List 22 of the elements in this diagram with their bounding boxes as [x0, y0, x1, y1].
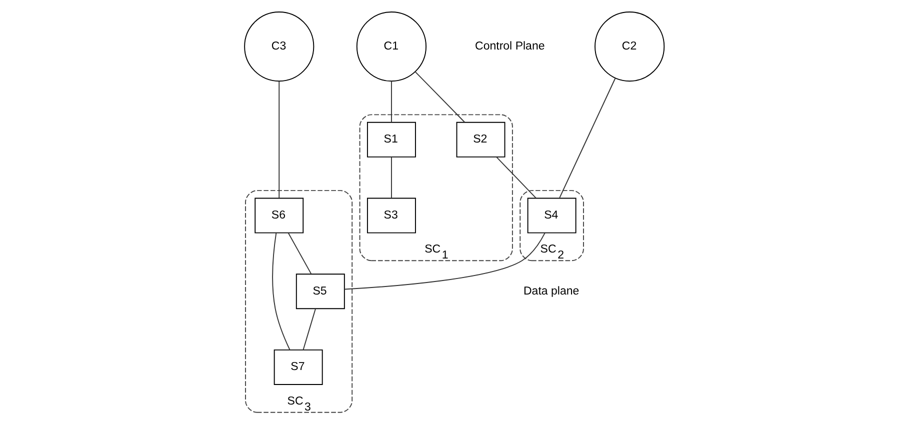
connector	[344, 232, 546, 290]
node-box: S6	[254, 198, 304, 234]
node-box: S1	[366, 122, 416, 158]
label: Control Plane	[475, 40, 545, 53]
connector	[391, 80, 392, 123]
node-circle: C2	[594, 11, 665, 82]
connector	[414, 71, 466, 123]
connector	[302, 308, 316, 350]
node-box: S2	[456, 122, 506, 158]
node-box: S7	[274, 349, 323, 385]
connector	[559, 78, 616, 198]
connector	[288, 232, 312, 275]
label: Data plane	[523, 285, 580, 298]
node-box: S4	[527, 198, 576, 234]
node-circle: C1	[356, 11, 427, 82]
node-circle: C3	[244, 11, 314, 82]
connector	[272, 232, 290, 350]
connector	[496, 156, 537, 199]
connector	[391, 156, 392, 199]
node-box: S5	[296, 274, 345, 310]
connector	[278, 80, 280, 199]
node-box: S3	[366, 198, 416, 234]
